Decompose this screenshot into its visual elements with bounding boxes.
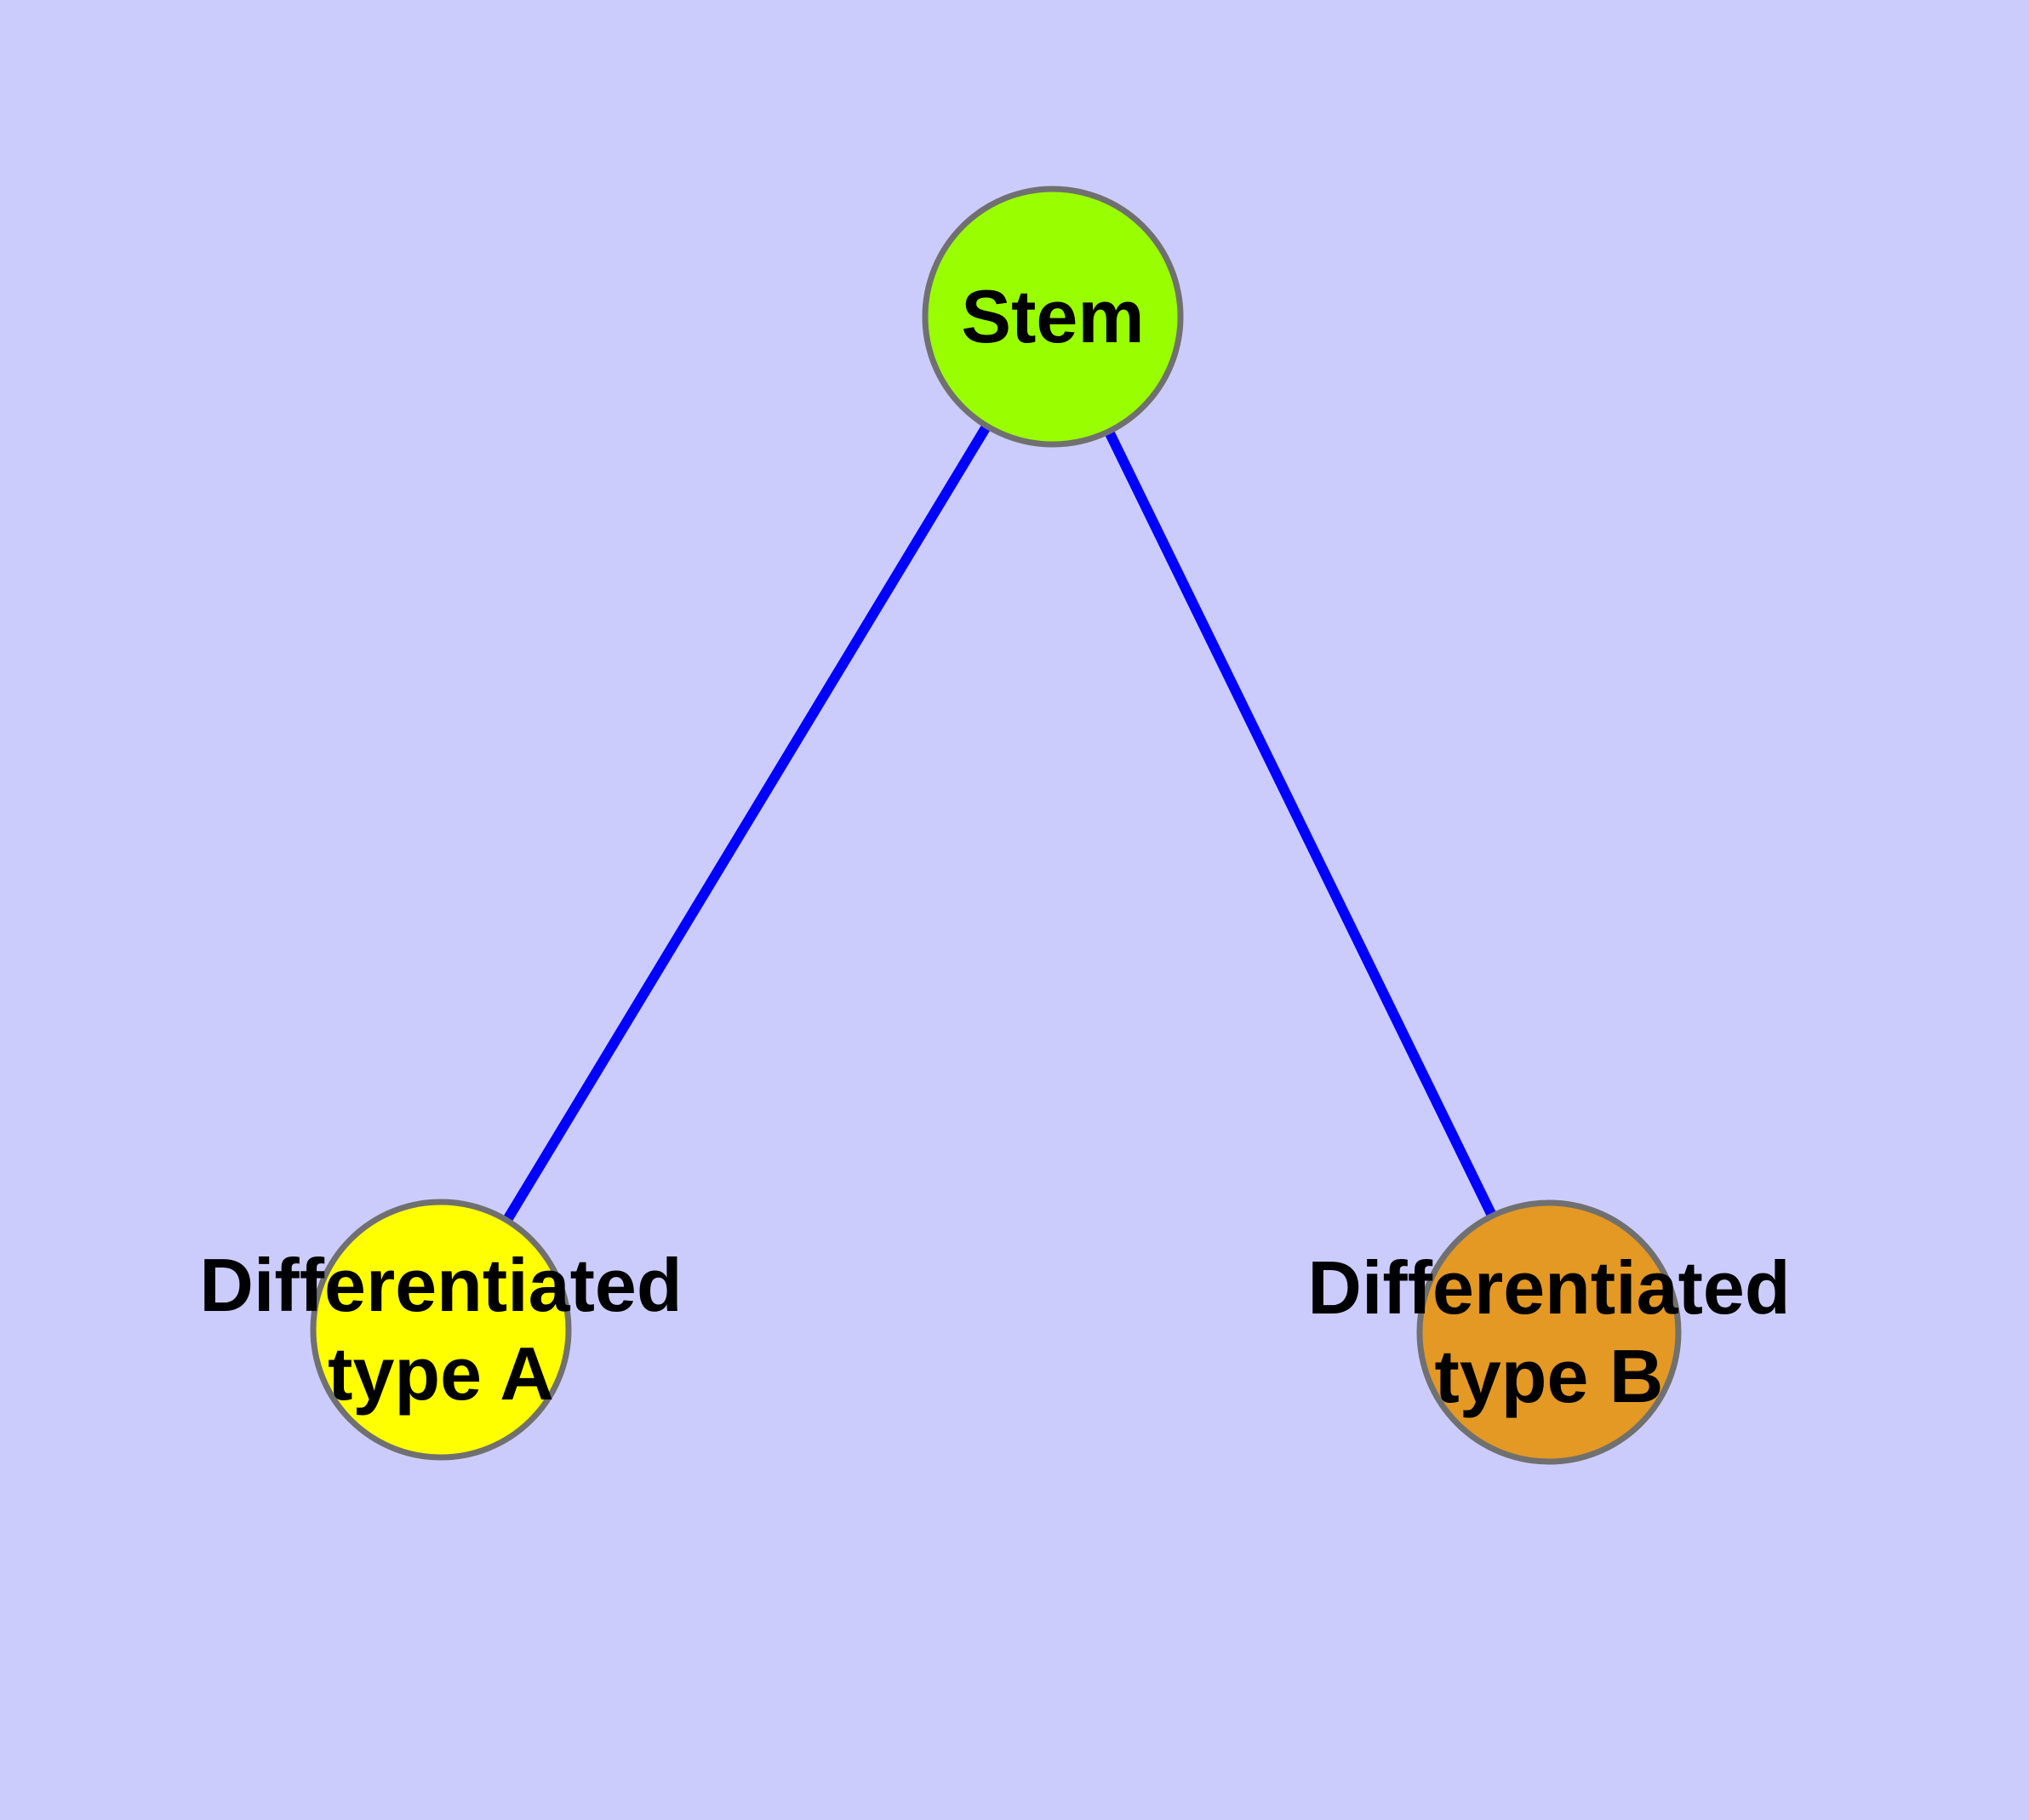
- node-layer: [310, 186, 1682, 1465]
- edge-layer: [436, 313, 1554, 1335]
- node-diff-type-b[interactable]: [1416, 1199, 1682, 1465]
- node-label-line: type B: [1435, 1334, 1664, 1418]
- node-label-line: Stem: [961, 274, 1144, 358]
- edge-stem-to-diff-type-a[interactable]: [436, 313, 1058, 1333]
- node-stem[interactable]: [922, 186, 1184, 448]
- node-label-stem: Stem: [961, 274, 1144, 358]
- node-label-line: type A: [328, 1331, 554, 1416]
- node-label-line: Differentiated: [199, 1243, 682, 1327]
- node-label-line: Differentiated: [1307, 1245, 1790, 1330]
- node-diff-type-a[interactable]: [310, 1199, 572, 1461]
- edge-stem-to-diff-type-b[interactable]: [1048, 314, 1554, 1335]
